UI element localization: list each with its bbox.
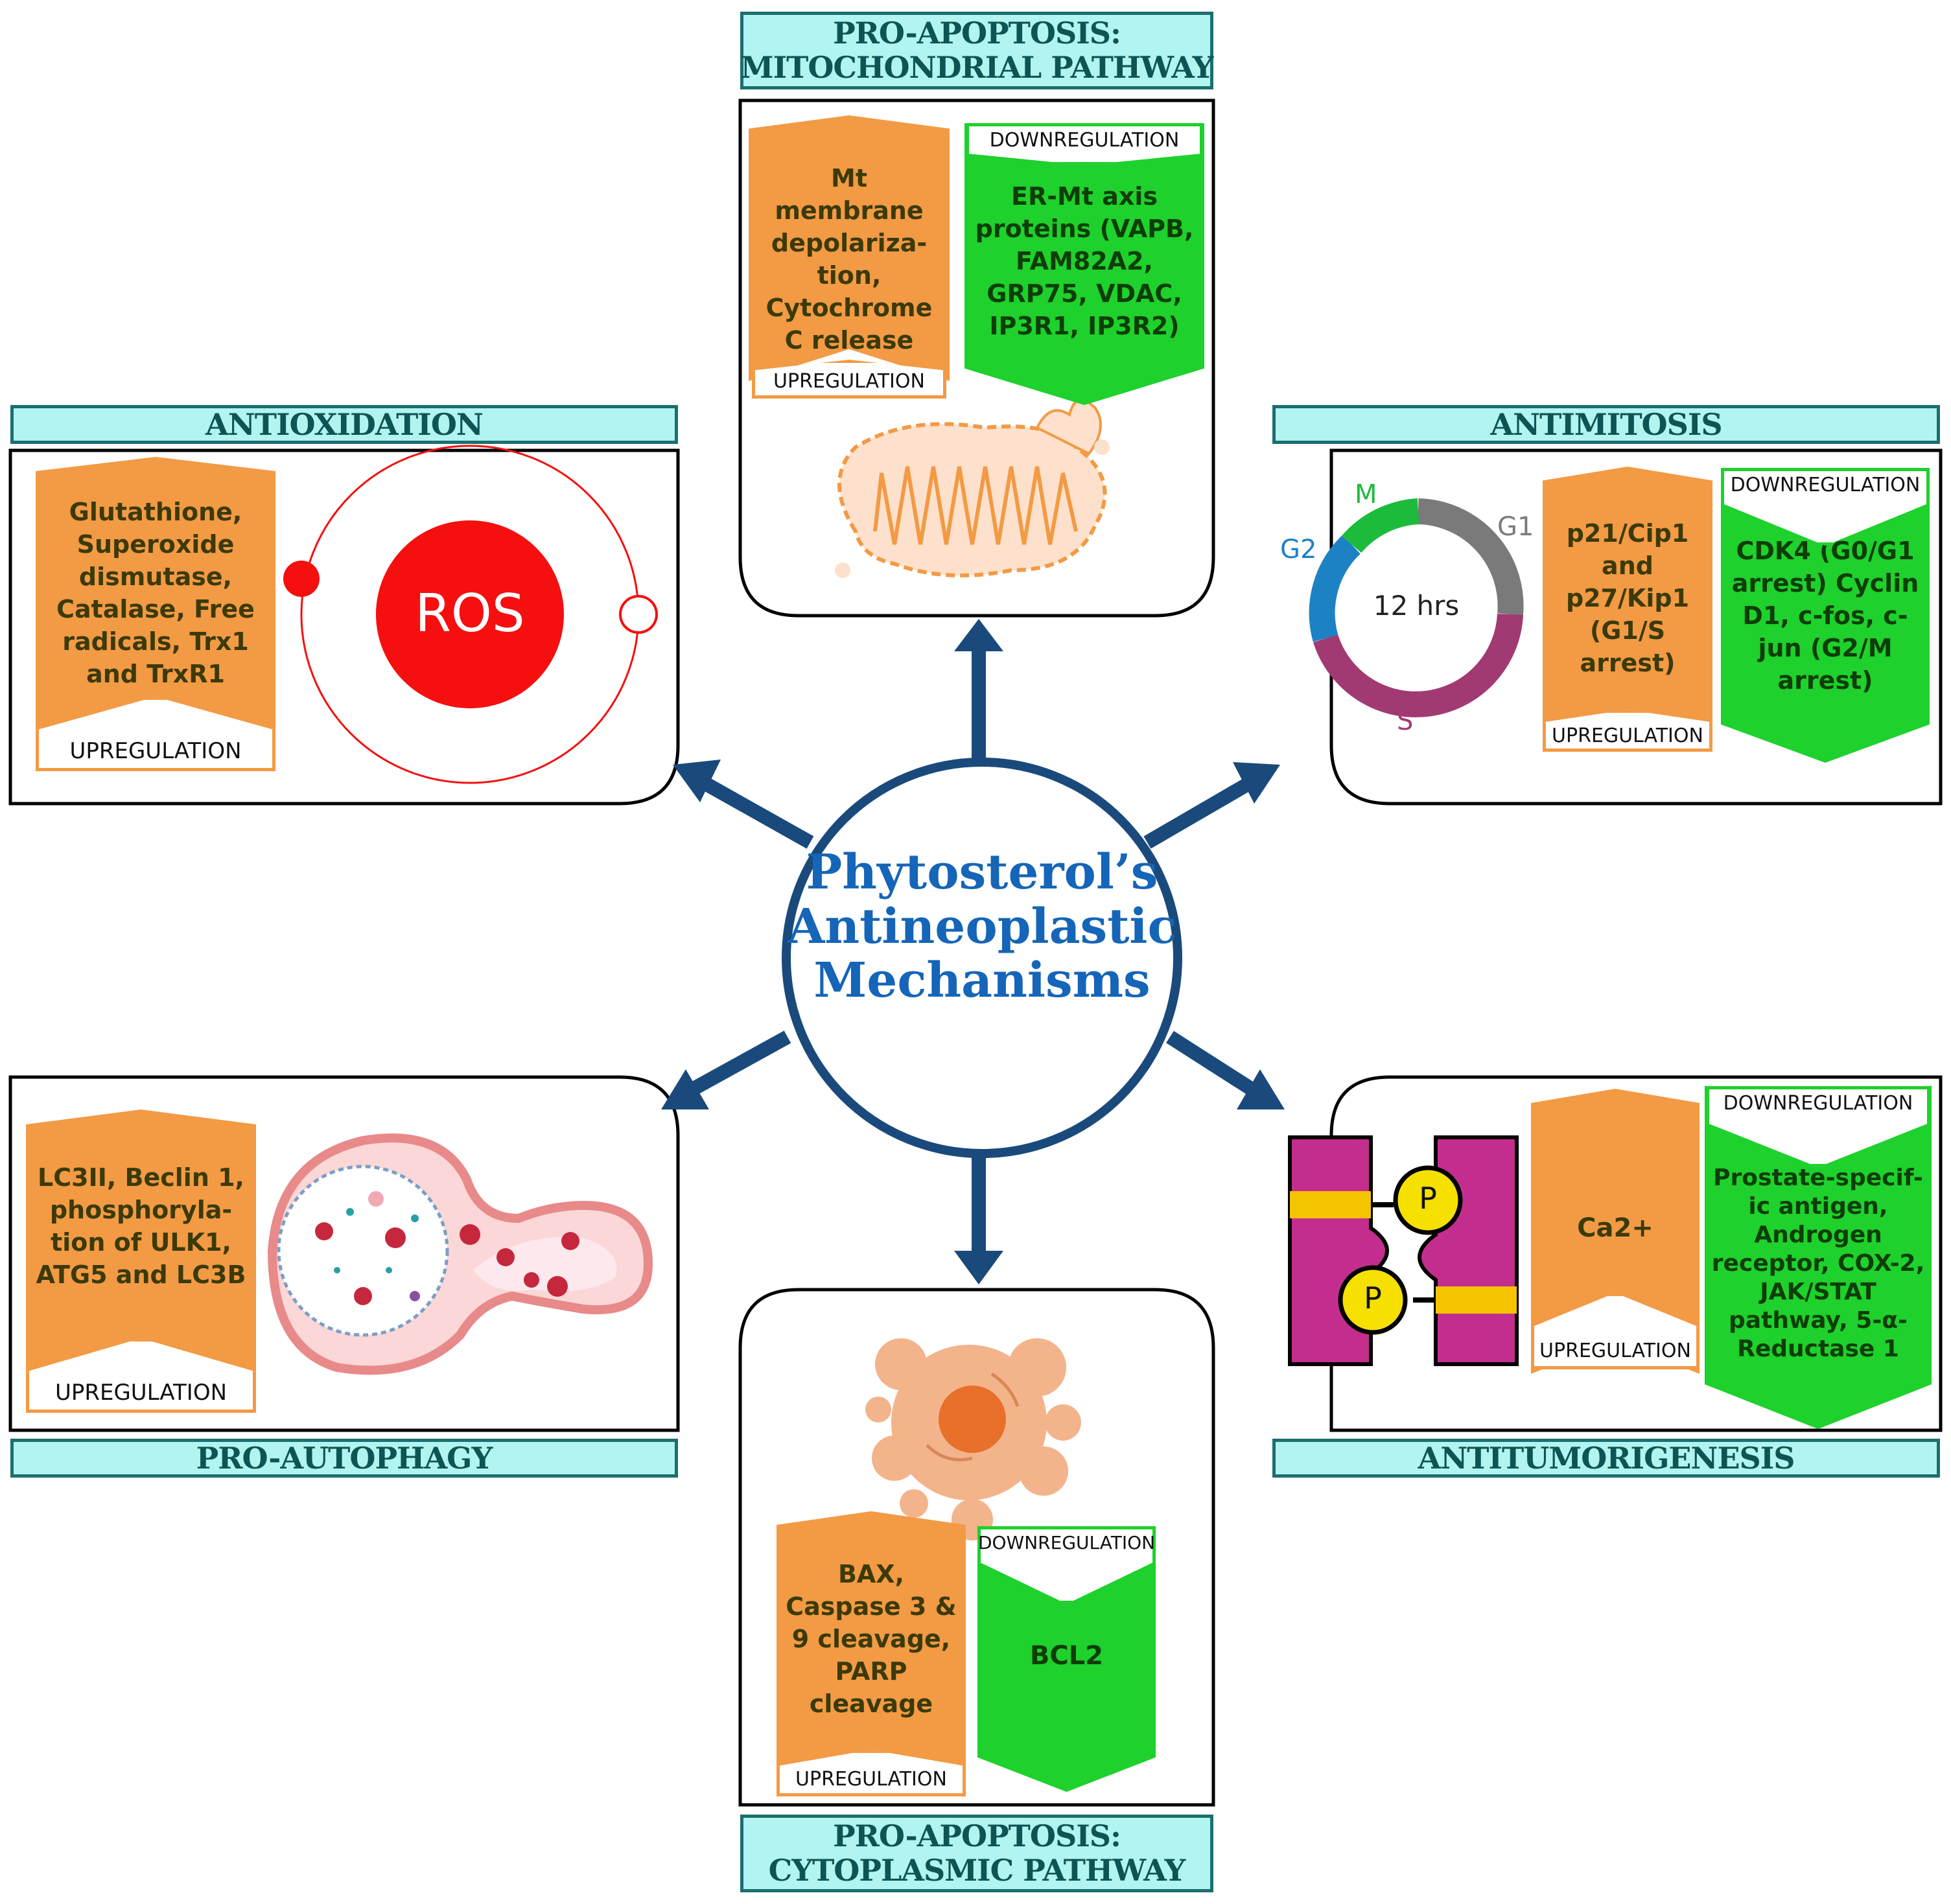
- cycle-center-label: 12 hrs: [1373, 590, 1460, 621]
- antimitosis-down-text: CDK4 (G0/G1 arrest) Cyclin D1, c-fos, c-…: [1731, 536, 1919, 695]
- cycle-segment-g2: [1309, 535, 1361, 642]
- header-mito-line1: PRO-APOPTOSIS:: [833, 16, 1121, 51]
- cycle-label-g1: G1: [1497, 512, 1534, 542]
- autophagy-up-box: LC3II, Beclin 1, phosphoryla-tion of ULK…: [26, 1109, 256, 1408]
- cell-cycle-ring: [1309, 498, 1524, 717]
- cyto-up-text: BAX, Caspase 3 & 9 cleavage, PARP cleava…: [786, 1560, 957, 1718]
- antitumor-up-text: Ca2+: [1577, 1213, 1653, 1243]
- arrow-lower-right-head: [1237, 1069, 1285, 1109]
- arrows: [661, 619, 1285, 1284]
- phospho-label-top: P: [1419, 1181, 1437, 1216]
- center-title-line3: Mechanisms: [813, 953, 1151, 1009]
- phospho-circle-top: [1393, 1165, 1463, 1235]
- header-cyto-line1: PRO-APOPTOSIS:: [833, 1818, 1121, 1854]
- cycle-segment-s: [1313, 613, 1523, 717]
- header-antitumor: ANTITUMORIGENESIS: [1272, 1439, 1940, 1478]
- antiox-up-text: Glutathione, Superoxide dismutase, Catal…: [56, 498, 255, 688]
- ros-label: ROS: [415, 583, 525, 644]
- header-mito-pathway: PRO-APOPTOSIS: MITOCHONDRIAL PATHWAY: [740, 12, 1213, 89]
- ros-sphere: [376, 520, 564, 708]
- antimitosis-up-box: p21/Cip1 and p27/Kip1 (G1/S arrest): [1543, 467, 1712, 745]
- center-title-line2: Antineoplastic: [788, 898, 1177, 955]
- phospho-label-bottom: P: [1364, 1281, 1382, 1316]
- arrow-upper-left-head: [673, 760, 721, 802]
- header-antimitosis: ANTIMITOSIS: [1272, 405, 1940, 444]
- arrow-up-head: [954, 619, 1003, 651]
- cycle-label-m: M: [1355, 480, 1377, 509]
- arrow-lower-right-shaft: [1166, 1030, 1255, 1095]
- mitochondrion-illustration: [835, 399, 1110, 578]
- apoptotic-cell-illustration: [865, 1338, 1081, 1540]
- ros-electron-empty: [619, 595, 658, 634]
- header-autophagy: PRO-AUTOPHAGY: [10, 1439, 678, 1478]
- receptor-band-right: [1436, 1286, 1517, 1314]
- arrow-upper-left-shaft: [703, 778, 814, 849]
- cycle-label-g2: G2: [1280, 535, 1317, 564]
- arrow-lower-left-shaft: [690, 1030, 791, 1095]
- arrow-lower-left-head: [661, 1069, 709, 1109]
- ros-illustration: [283, 445, 658, 784]
- header-antioxidation: ANTIOXIDATION: [10, 405, 678, 444]
- antiox-up-box: Glutathione, Superoxide dismutase, Catal…: [36, 457, 275, 742]
- cyto-up-box: BAX, Caspase 3 & 9 cleavage, PARP cleava…: [777, 1511, 966, 1783]
- center-title: Phytosterol’s Antineoplastic Mechanisms: [788, 844, 1177, 1009]
- receptor-band-left: [1290, 1191, 1371, 1218]
- cycle-segment-g1: [1418, 498, 1524, 616]
- receptor-illustration: [1288, 1135, 1519, 1366]
- header-mito-line2: MITOCHONDRIAL PATHWAY: [740, 50, 1214, 85]
- center-circle: [782, 758, 1182, 1158]
- mito-up-text: Mt membrane depolariza-tion, Cytochrome …: [765, 164, 933, 354]
- ros-electron-filled: [283, 561, 320, 597]
- mito-down-text: ER-Mt axis proteins (VAPB, FAM82A2, GRP7…: [975, 181, 1194, 340]
- antimitosis-up-text: p21/Cip1 and p27/Kip1 (G1/S arrest): [1565, 519, 1690, 677]
- header-cyto-line2: CYTOPLASMIC PATHWAY: [768, 1853, 1186, 1888]
- center-title-line1: Phytosterol’s: [806, 844, 1158, 900]
- arrow-upper-right-shaft: [1143, 778, 1252, 849]
- mito-down-box: ER-Mt axis proteins (VAPB, FAM82A2, GRP7…: [964, 123, 1204, 405]
- header-cyto-pathway: PRO-APOPTOSIS: CYTOPLASMIC PATHWAY: [740, 1815, 1213, 1892]
- autophagy-up-text: LC3II, Beclin 1, phosphoryla-tion of ULK…: [36, 1163, 246, 1289]
- mito-up-box: Mt membrane depolariza-tion, Cytochrome …: [749, 115, 950, 381]
- autophagy-illustration: [267, 1133, 653, 1375]
- cycle-label-s: S: [1397, 706, 1414, 736]
- cycle-segment-m: [1341, 498, 1419, 553]
- cyto-down-text: BCL2: [1029, 1641, 1104, 1671]
- arrow-down-head: [954, 1251, 1003, 1284]
- arrow-upper-right-head: [1233, 762, 1280, 804]
- phospho-circle-bottom: [1338, 1265, 1408, 1335]
- antitumor-down-text: Prostate-specif-ic antigen, Androgen rec…: [1711, 1165, 1925, 1362]
